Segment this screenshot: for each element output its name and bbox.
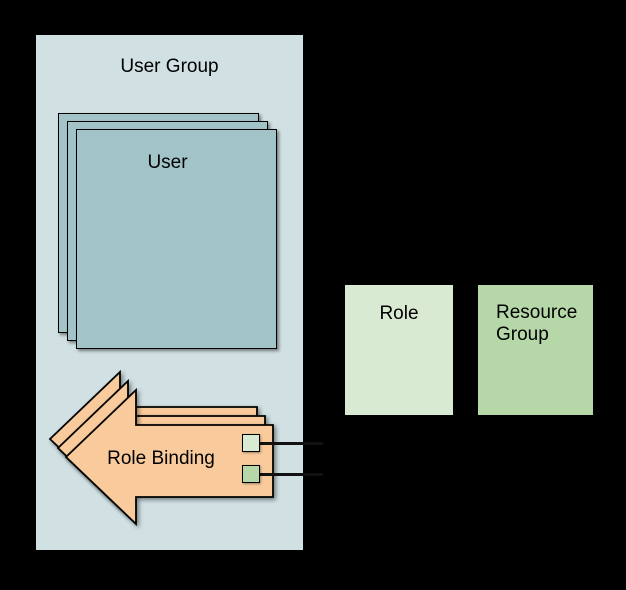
user-label: User [147,152,188,173]
user-card-front: User [76,129,277,349]
resource-group-connector-line [260,473,323,476]
role-box: Role [345,285,453,415]
resource-group-port-square [242,465,260,483]
resource-group-label: Resource Group [496,302,578,345]
role-port-square [242,434,260,452]
role-binding-arrow-front [64,387,274,527]
user-group-label: User Group [120,56,219,77]
resource-group-box: Resource Group [478,285,593,415]
role-connector-line [260,442,323,445]
role-label: Role [379,303,419,324]
role-binding-label: Role Binding [107,448,215,469]
